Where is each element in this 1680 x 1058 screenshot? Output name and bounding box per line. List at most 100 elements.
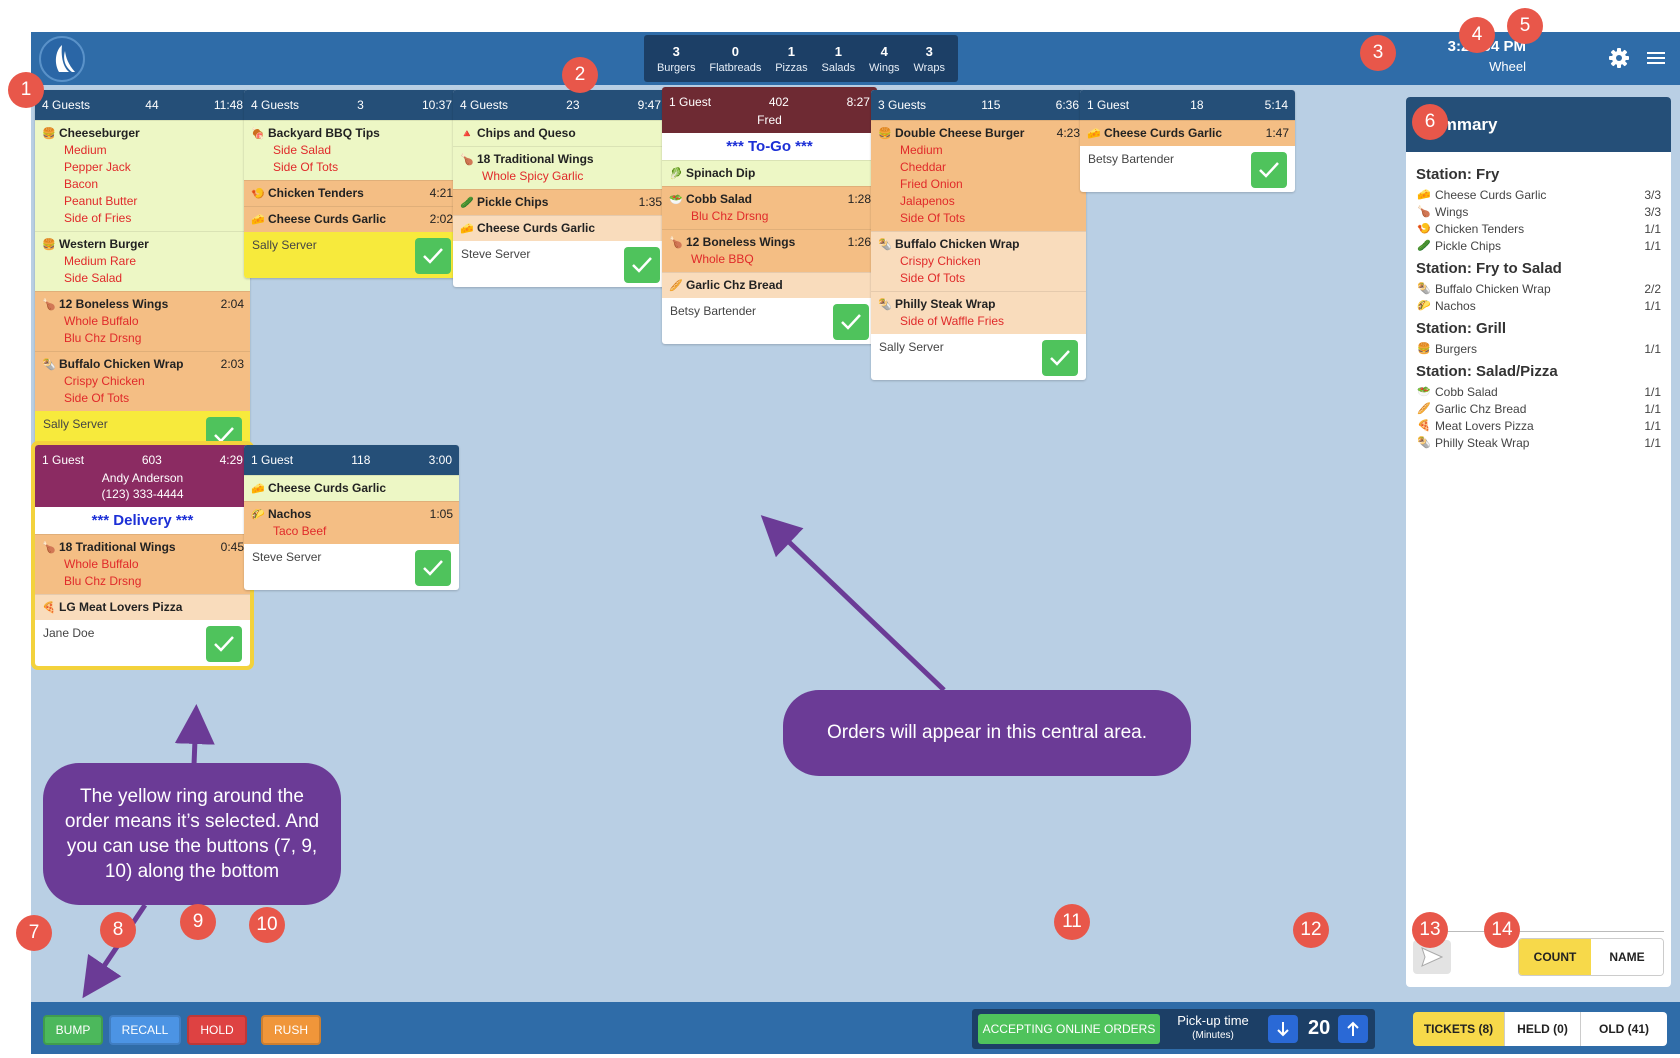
checkmark-icon[interactable] [1251,152,1287,188]
sort-name-button[interactable]: NAME [1591,938,1663,975]
ticket-item[interactable]: 🥬Spinach Dip [662,160,877,186]
item-name: 12 Boneless Wings [686,235,796,249]
item-modifier: Whole BBQ [691,252,754,266]
summary-item-count: 1/1 [1644,401,1661,416]
checkmark-icon[interactable] [1042,340,1078,376]
tab-tickets[interactable]: TICKETS (8) [1413,1012,1505,1046]
bump-button[interactable]: BUMP [43,1015,103,1045]
ticket-item[interactable]: 🧀Cheese Curds Garlic [453,215,668,241]
item-name: Garlic Chz Bread [686,278,783,292]
pickle-icon: 🥒 [1417,240,1431,252]
tab-old[interactable]: OLD (41) [1581,1012,1667,1046]
summary-item-name: Chicken Tenders [1435,221,1525,236]
callout-badge-2: 2 [562,57,598,93]
station-group: Station: Fry to Salad🌯Buffalo Chicken Wr… [1416,260,1661,314]
checkmark-icon[interactable] [415,550,451,586]
ticket-item[interactable]: 🥖Garlic Chz Bread [662,272,877,298]
ticket-item[interactable]: 🧀Cheese Curds Garlic [244,475,459,501]
server-name: Sally Server [43,417,108,431]
ticket-item[interactable]: 🔺Chips and Queso [453,120,668,146]
item-modifier: Side Of Tots [900,211,966,225]
hamburger-menu-icon[interactable] [1643,45,1669,71]
ticket-footer: Sally Server [871,334,1086,380]
wrap-icon: 🌯 [1417,283,1431,295]
sort-count-button[interactable]: COUNT [1519,938,1591,975]
server-name: Betsy Bartender [670,304,757,318]
callout-badge-6: 6 [1412,104,1448,140]
item-name: Nachos [268,507,312,521]
ticket-item[interactable]: 🍕LG Meat Lovers Pizza [35,594,250,620]
checkmark-icon[interactable] [624,247,660,283]
ticket-number: 23 [566,98,580,112]
arrow-up-icon[interactable] [1338,1015,1368,1043]
tab-held[interactable]: HELD (0) [1505,1012,1581,1046]
item-modifier: Fried Onion [900,177,963,191]
item-modifier: Side Salad [64,271,123,285]
checkmark-icon[interactable] [833,304,869,340]
recall-button[interactable]: RECALL [109,1015,181,1045]
checkmark-icon[interactable] [415,238,451,274]
count-number: 0 [731,43,739,59]
item-timer: 4:23 [1056,126,1080,140]
item-modifier: Medium [64,143,107,157]
item-name: 18 Traditional Wings [59,540,176,554]
callout-badge-4: 4 [1459,17,1495,53]
ticket-elapsed: 5:14 [1264,98,1288,112]
arrow-down-icon[interactable] [1268,1015,1298,1043]
item-modifier: Medium [900,143,943,157]
item-name: Spinach Dip [686,166,756,180]
pickup-time-label: Pick-up time (Minutes) [1168,1013,1258,1043]
summary-item-count: 2/2 [1644,281,1661,296]
nachos-icon: 🌮 [251,508,265,521]
accepting-online-orders-button[interactable]: ACCEPTING ONLINE ORDERS [978,1014,1160,1044]
checkmark-icon[interactable] [206,626,242,662]
gear-icon[interactable] [1606,45,1632,71]
logo-icon[interactable] [39,36,85,82]
hold-button[interactable]: HOLD [187,1015,247,1045]
rush-button[interactable]: RUSH [261,1015,321,1045]
item-modifier: Whole Spicy Garlic [482,169,584,183]
